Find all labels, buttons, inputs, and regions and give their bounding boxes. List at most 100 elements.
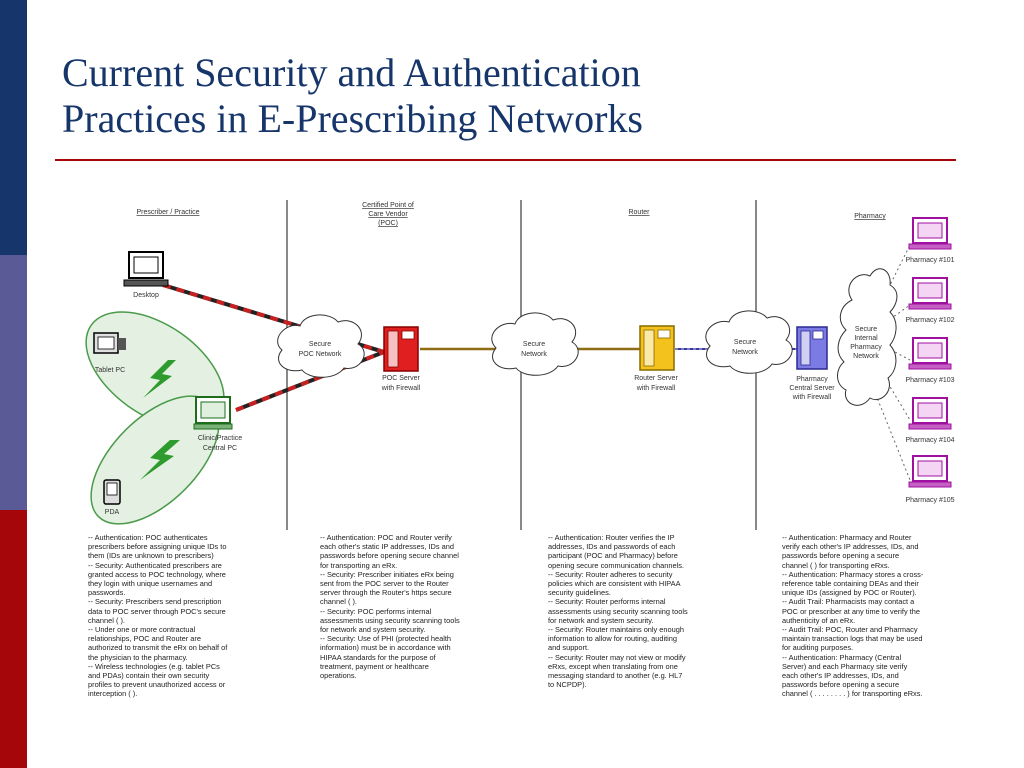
- secure-poc-network-label-line-1: Secure: [309, 341, 331, 348]
- note-line: data to POC server through POC's secure: [88, 606, 226, 616]
- slide-title: Current Security and Authentication Prac…: [62, 50, 962, 142]
- note-line: -- Authentication: Pharmacy stores a cro…: [782, 569, 924, 579]
- note-router-column: -- Authentication: Router verifies the I…: [548, 533, 738, 689]
- column-heading-router: Router: [628, 209, 650, 216]
- secure-network-2-label-line-2: Network: [732, 349, 758, 356]
- note-line: assessments using security scanning tool…: [320, 615, 460, 625]
- note-line: channel ( ).: [88, 615, 125, 625]
- cloud-icon-internal-pharmacy-network: [837, 268, 898, 406]
- column-heading-prescriber: Prescriber / Practice: [136, 209, 199, 216]
- note-line: -- Security: Router adheres to security: [548, 569, 673, 579]
- note-line: passwords before opening a secure: [782, 551, 900, 561]
- poc-server-icon: [383, 326, 419, 372]
- pharmacy-pc-icon: [908, 397, 952, 430]
- router-server-icon: [639, 325, 675, 371]
- slide-title-line-1: Current Security and Authentication: [62, 50, 641, 95]
- note-line: -- Under one or more contractual: [88, 625, 196, 635]
- slide-title-line-2: Practices in E-Prescribing Networks: [62, 96, 643, 141]
- note-line: -- Security: Prescriber initiates eRx be…: [320, 569, 454, 579]
- cloud-icon-secure-network: [491, 312, 579, 376]
- note-line: passwords before opening secure channel: [320, 551, 459, 561]
- cloud-icon-poc-network: [277, 314, 365, 378]
- column-heading-poc-line-2: Care Vendor: [368, 211, 408, 218]
- desktop-label: Desktop: [133, 292, 159, 299]
- pharmacy-pc-icon: [908, 337, 952, 370]
- pharmacy-central-server-icon: [796, 326, 828, 370]
- internal-network-label-line-3: Pharmacy: [850, 344, 882, 351]
- lightning-icon: [143, 360, 176, 398]
- pharmacy-pc-icon: [908, 217, 952, 250]
- note-line: operations.: [320, 671, 357, 681]
- note-line: participant (POC and Pharmacy) before: [548, 551, 678, 561]
- note-line: they login with unique usernames and: [88, 579, 213, 589]
- clinic-pc-label-line-1: Clinic/Practice: [198, 435, 242, 442]
- router-server-label-line-2: with Firewall: [636, 385, 676, 392]
- note-line: interception ( ).: [88, 689, 138, 699]
- pharmacy-pc-icon: [908, 277, 952, 310]
- secure-link-desktop-dash: [162, 283, 385, 354]
- internal-network-label-line-2: Internal: [854, 335, 878, 342]
- note-line: to NCPDP).: [548, 680, 587, 690]
- note-line: eRxs, except when translating from one: [548, 661, 678, 671]
- note-line: passwords.: [88, 588, 126, 598]
- note-line: -- Authentication: Router verifies the I…: [548, 533, 675, 542]
- note-line: unique IDs (assigned by POC or Router).: [782, 588, 917, 598]
- note-line: channel ( ) for transporting eRxs.: [782, 560, 890, 570]
- note-line: profiles to prevent unauthorized access …: [88, 680, 226, 690]
- pharmacy-pc-icon: [908, 455, 952, 488]
- pda-icon: [103, 479, 121, 505]
- pharmacy-102-label: Pharmacy #102: [905, 317, 954, 324]
- router-server-label-line-1: Router Server: [634, 375, 678, 382]
- note-line: policies which are consistent with HIPAA: [548, 579, 681, 589]
- note-poc-column: -- Authentication: POC and Router verify…: [320, 533, 510, 680]
- note-line: authorized to transmit the eRx on behalf…: [88, 643, 228, 653]
- note-line: verify each other's IP addresses, IDs, a…: [782, 542, 919, 552]
- note-line: opening secure communication channels.: [548, 560, 684, 570]
- secure-poc-network-label-line-2: POC Network: [299, 351, 342, 358]
- pharmacy-server-label-line-3: with Firewall: [792, 394, 832, 401]
- note-line: Server) and each Pharmacy site verify: [782, 661, 908, 671]
- note-line: -- Security: Prescribers send prescripti…: [88, 597, 222, 607]
- sidebar-band-red: [0, 510, 27, 768]
- poc-server-label-line-1: POC Server: [382, 375, 420, 382]
- secure-network-label-line-1: Secure: [523, 341, 545, 348]
- note-line: security guidelines.: [548, 588, 611, 598]
- note-line: channel ( . . . . . . . . ) for transpor…: [782, 689, 923, 699]
- note-line: -- Authentication: POC and Router verify: [320, 533, 452, 542]
- note-line: maintain transaction logs that may be us…: [782, 634, 923, 644]
- note-line: granted access to POC technology, where: [88, 569, 226, 579]
- title-divider: [55, 159, 956, 161]
- note-line: -- Authentication: Pharmacy (Central: [782, 652, 902, 662]
- secure-network-label-line-2: Network: [521, 351, 547, 358]
- note-line: addresses, IDs and passwords of each: [548, 542, 676, 552]
- note-line: assessments using security scanning tool…: [548, 606, 688, 616]
- clinic-central-pc-icon: [193, 396, 233, 430]
- column-heading-poc-line-3: (POC): [378, 220, 398, 227]
- note-line: the physician to the pharmacy.: [88, 652, 188, 662]
- note-line: -- Audit Trail: Pharmacists may contact …: [782, 597, 915, 607]
- note-line: each other's static IP addresses, IDs an…: [320, 542, 454, 552]
- note-line: reference table containing DEAs and thei…: [782, 579, 919, 589]
- note-line: HIPAA standards for the purpose of: [320, 652, 436, 662]
- note-line: for auditing purposes.: [782, 643, 854, 653]
- note-line: -- Authentication: POC authenticates: [88, 533, 208, 542]
- note-line: for transporting an eRx.: [320, 560, 398, 570]
- note-line: and PDAs) contain their own security: [88, 671, 210, 681]
- note-line: authenticity of an eRx.: [782, 615, 856, 625]
- note-line: information) must be in accordance with: [320, 643, 451, 653]
- sidebar-decoration: [0, 0, 27, 768]
- cloud-icon-secure-network-2: [705, 310, 793, 374]
- note-line: and support.: [548, 643, 590, 653]
- note-line: -- Security: Router may not view or modi…: [548, 652, 686, 662]
- secure-network-2-label-line-1: Secure: [734, 339, 756, 346]
- note-line: -- Audit Trail: POC, Router and Pharmacy: [782, 625, 918, 635]
- note-line: treatment, payment or healthcare: [320, 661, 429, 671]
- pharmacy-server-label-line-2: Central Server: [789, 385, 835, 392]
- note-line: server through the Router's https secure: [320, 588, 452, 598]
- note-line: them (IDs are unknown to prescribers): [88, 551, 214, 561]
- tablet-pc-icon: [93, 332, 126, 354]
- lightning-icon: [140, 440, 180, 480]
- sidebar-band-navy: [0, 0, 27, 255]
